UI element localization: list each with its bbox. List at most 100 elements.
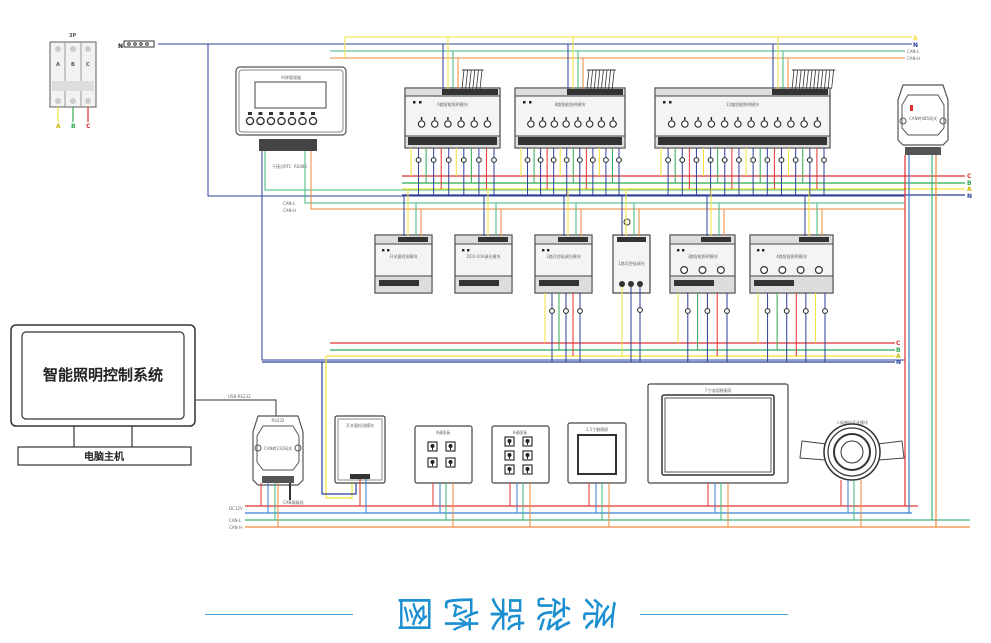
neutral-label: N (118, 43, 123, 50)
panel-7-label: 7寸电容触摸屏 (705, 387, 732, 393)
channel-indicator (483, 120, 492, 128)
label-canl-top: CAN-L (907, 49, 920, 54)
relay-module-label: 6路智能照明模块 (437, 101, 468, 107)
phase-bus-middle (262, 342, 895, 499)
channel-indicator (707, 120, 716, 128)
channel-indicator (470, 120, 479, 128)
panel-4-key: 4键面板 (414, 425, 473, 527)
title-char: 架 (484, 595, 526, 633)
timer-terminal-block (259, 139, 317, 151)
label-b-mid: B (896, 347, 901, 354)
panel-6-key: 6键面板 (491, 425, 550, 527)
pole-c: C (86, 62, 90, 68)
panel-switch-detect-label: 开关量检测模块 (346, 422, 374, 428)
channel-indicator (716, 266, 725, 275)
panel-4-key-label: 4键面板 (436, 429, 451, 435)
timer-button[interactable] (245, 116, 255, 126)
label-n-mid: N (896, 359, 901, 366)
timer-manager-title: 时钟管理器 (281, 74, 301, 80)
panel-pir: 人体感应开关模块 (799, 419, 905, 527)
channel-indicator (444, 120, 452, 128)
title-rule-right (640, 614, 788, 615)
relay-module: 6路智能照明模块 (404, 37, 501, 195)
gateway-left-sub: CAN转232网关 (264, 445, 292, 451)
mid-module-label: 开关量检测模块 (390, 253, 418, 259)
mid-module: DC0-10V调光模块 (454, 189, 513, 294)
timer-button[interactable] (308, 116, 318, 126)
channel-indicator (585, 120, 594, 128)
relay-modules: 6路智能照明模块 8路智能照明模块 12路智能照明模块 (404, 37, 836, 195)
panel-switch-detect: 开关量检测模块 (334, 415, 386, 513)
title-rule-left (205, 614, 353, 615)
channel-indicator (457, 120, 465, 128)
gateway-right-label: CAN转485网关 (909, 115, 937, 121)
phase-labels-middle: C B A N (896, 340, 901, 366)
terminal-label-rtc: RTC (284, 164, 292, 169)
neutral-feed (207, 44, 905, 197)
channel-indicator (430, 120, 439, 128)
label-c: C (967, 173, 972, 180)
label-canl-bottom: CAN-L (229, 518, 242, 523)
panel-3-5-label: 3.5寸触摸屏 (586, 426, 608, 432)
can-l-mid (264, 180, 905, 191)
breaker-out-c: C (86, 123, 91, 130)
terminal-label-rs485: RS485 (294, 164, 307, 169)
channel-indicator (680, 266, 689, 275)
title-text: 系 统 架 构 图 (393, 591, 618, 637)
channel-indicator (787, 120, 795, 128)
screen-title: 智能照明控制系统 (43, 366, 163, 384)
channel-indicator (720, 120, 729, 128)
can-h-mid (310, 160, 905, 210)
label-a: A (967, 186, 972, 193)
relay-module: 8路智能照明模块 (514, 37, 626, 195)
channel-indicator (550, 120, 559, 128)
mid-module-label: 4路智能照明模块 (776, 253, 807, 259)
monitor-screen (21, 331, 185, 420)
mid-module: 2路可控硅调光模块 (534, 189, 593, 362)
label-a-top: A (913, 35, 918, 42)
phase-labels-upper: C B A N (967, 173, 972, 200)
relay-module-label: 8路智能照明模块 (555, 101, 586, 107)
mid-module-label: DC0-10V调光模块 (467, 253, 501, 259)
host-label: 电脑主机 (84, 450, 124, 463)
channel-indicator (760, 266, 769, 275)
channel-indicator (796, 266, 805, 275)
channel-indicator (609, 120, 617, 128)
timer-button[interactable] (298, 116, 307, 126)
timer-button[interactable] (256, 116, 265, 126)
channel-indicator (814, 266, 823, 275)
relay-module-label: 12路智能照明模块 (726, 101, 759, 107)
panels: 开关量检测模块 4键面板 6键面板 3.5寸触摸屏 (334, 383, 905, 527)
bottom-bus-labels: DC12V CAN-L CAN-H (229, 506, 243, 530)
pole-b: B (71, 62, 75, 68)
channel-indicator (667, 120, 676, 128)
pole-a: A (56, 62, 60, 68)
label-canh-bottom: CAN-H (229, 525, 242, 530)
usb-rs232-label: USB-RS232 (228, 394, 251, 399)
channel-indicator (747, 120, 755, 128)
label-canh-top: CAN-H (907, 56, 920, 61)
label-n-top: N (913, 42, 918, 49)
panel-7-touch: 7寸电容触摸屏 (647, 383, 789, 527)
label-b: B (967, 180, 972, 187)
host-box (17, 446, 192, 466)
relay-module: 12路智能照明模块 (654, 37, 836, 195)
gateway-left: RS232 CAN转232网关 CAN屏蔽线 (252, 415, 304, 527)
breaker-label: 3P (69, 33, 76, 39)
timer-button[interactable] (287, 116, 297, 126)
label-canh-left: CAN-H (283, 208, 296, 213)
shield-label: CAN屏蔽线 (283, 499, 304, 505)
title-char: 系 (576, 595, 618, 633)
timer-button[interactable] (277, 116, 286, 126)
mid-module-label: 3路智能照明模块 (687, 253, 718, 259)
channel-indicator (734, 120, 742, 128)
neutral-bar: N (118, 40, 155, 50)
channel-indicator (698, 266, 707, 275)
channel-indicator (417, 120, 426, 128)
diagram-title: 系 统 架 构 图 (0, 585, 991, 643)
gateway-left-label: RS232 (272, 418, 285, 423)
timer-button[interactable] (266, 116, 276, 126)
channel-indicator (800, 120, 808, 128)
panel-pir-label: 人体感应开关模块 (836, 419, 868, 425)
channel-indicator (813, 120, 822, 128)
